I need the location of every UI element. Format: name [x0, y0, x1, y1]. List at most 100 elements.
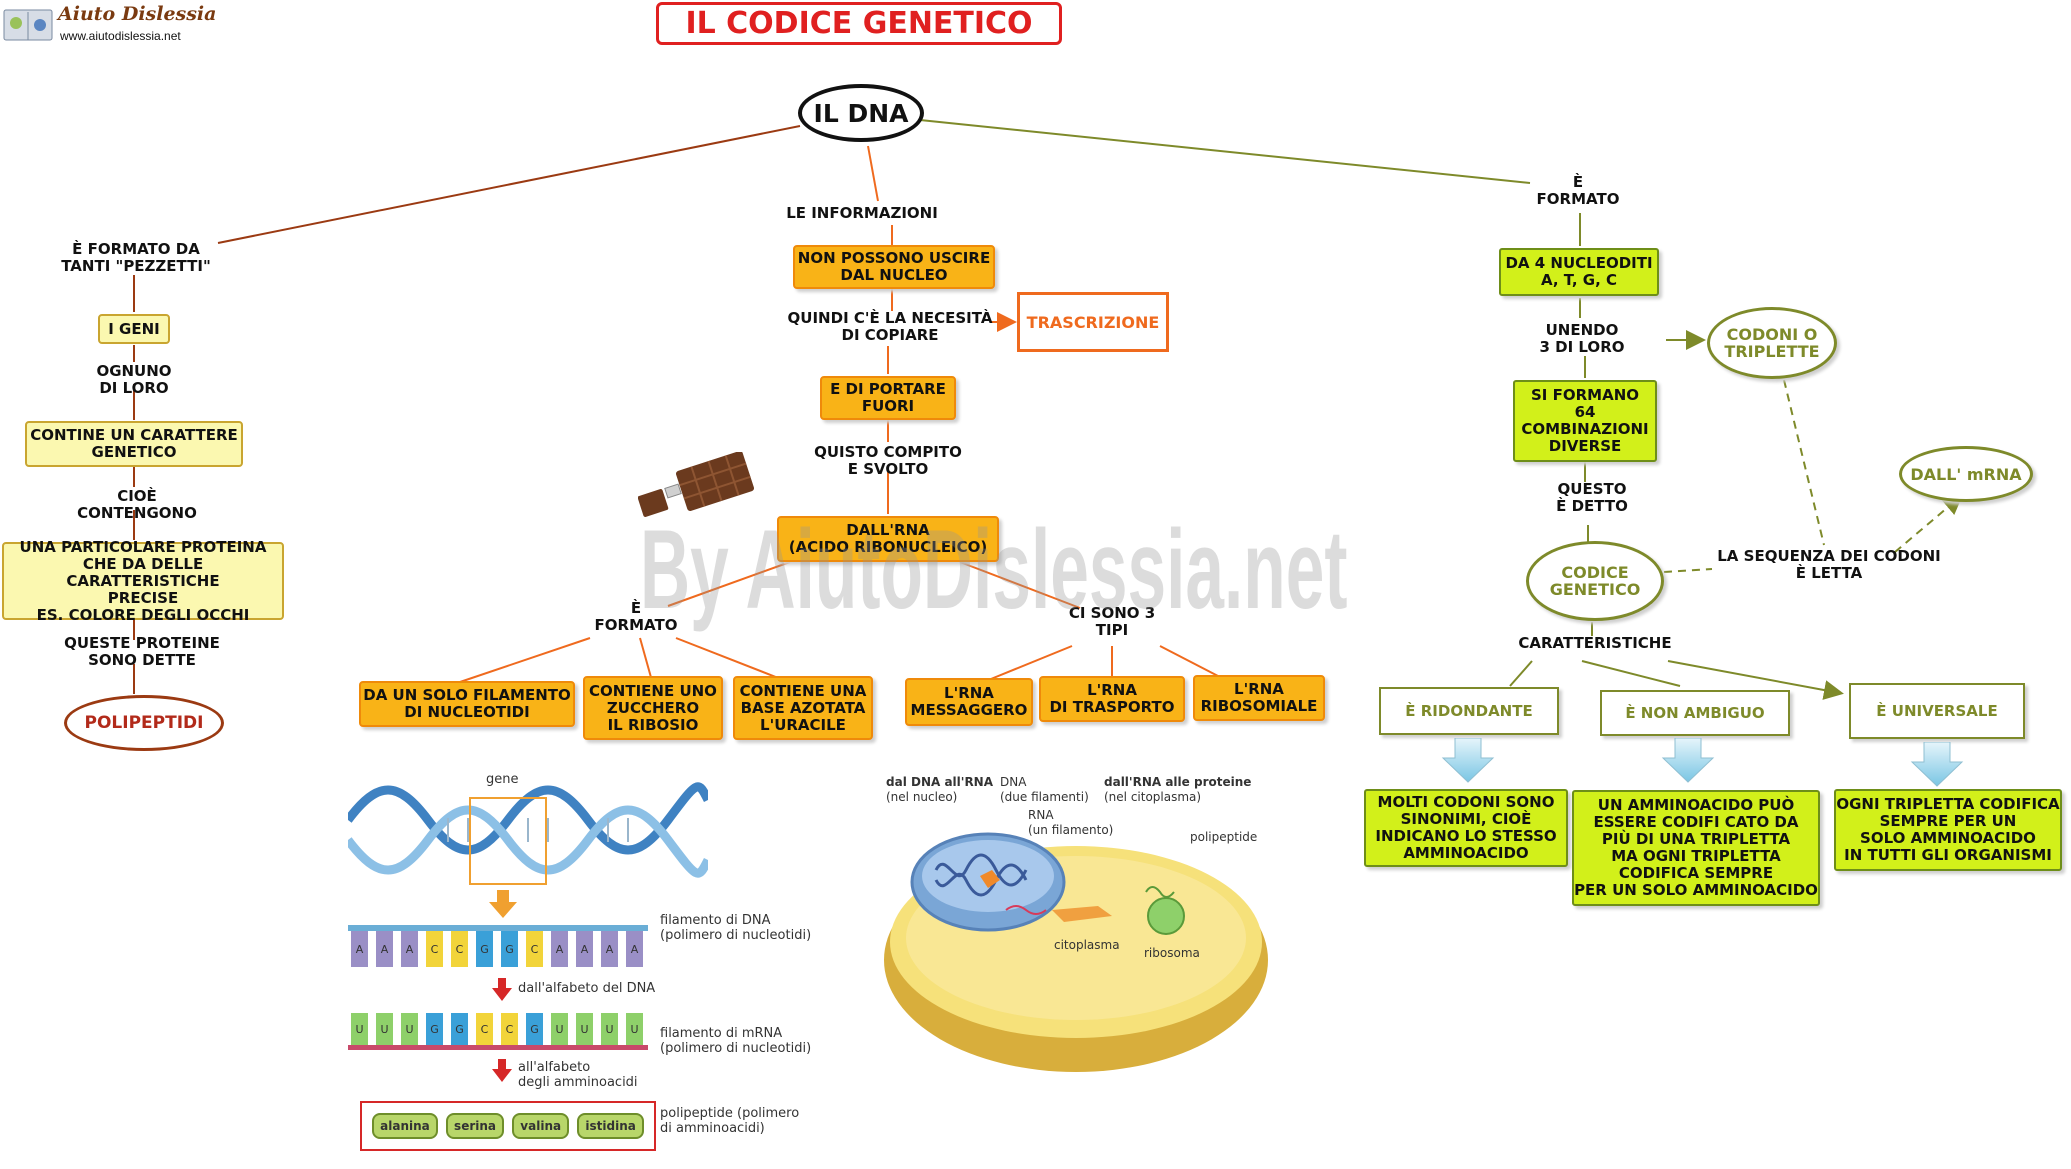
cell-label-un-filamento: (un filamento): [1028, 823, 1114, 837]
node-non-uscire-nucleo: NON POSSONO USCIRE DAL NUCLEO: [793, 245, 995, 289]
svg-text:C: C: [481, 1023, 489, 1036]
arrow-down-icon: [1661, 738, 1715, 783]
node-carattere-genetico: CONTINE UN CARATTERE GENETICO: [25, 421, 243, 467]
nucleotide-base: A: [601, 931, 618, 967]
cell-label-nel-citoplasma: (nel citoplasma): [1104, 790, 1202, 804]
cell-label-citoplasma: citoplasma: [1054, 938, 1120, 952]
book-logo-icon: [3, 9, 53, 41]
svg-text:U: U: [630, 1023, 638, 1036]
node-polipeptidi: POLIPEPTIDI: [64, 695, 224, 751]
node-portare-fuori: E DI PORTARE FUORI: [820, 376, 956, 420]
node-ribosio: CONTIENE UNO ZUCCHERO IL RIBOSIO: [583, 676, 723, 740]
alphabet-dna-label: dall'alfabeto del DNA: [518, 981, 656, 996]
nucleotide-base: A: [576, 931, 593, 967]
node-solo-filamento: DA UN SOLO FILAMENTO DI NUCLEOTIDI: [359, 681, 575, 727]
cell-label-ribosoma: ribosoma: [1144, 946, 1200, 960]
nucleotide-base: A: [626, 931, 643, 967]
link-quindi-copiare: QUINDI C'È LA NECESITÀ DI COPIARE: [787, 309, 993, 344]
link-sequenza-codoni: LA SEQUENZA DEI CODONI È LETTA: [1717, 547, 1941, 582]
arrow-down-icon: [492, 1059, 512, 1082]
amino-acid: alanina: [372, 1113, 438, 1139]
node-rna-trasporto: L'RNA DI TRASPORTO: [1039, 676, 1185, 722]
node-rna-ribosomiale: L'RNA RIBOSOMIALE: [1193, 675, 1325, 721]
figure-cell: dal DNA all'RNA (nel nucleo) DNA (due fi…: [876, 770, 1276, 1110]
right-branch-lines: [919, 119, 1964, 700]
node-sinonimi: MOLTI CODONI SONO SINONIMI, CIOÈ INDICAN…: [1364, 789, 1568, 867]
dna-helix-icon: [348, 782, 708, 885]
node-tripletta-universale: OGNI TRIPLETTA CODIFICA SEMPRE PER UN SO…: [1834, 789, 2062, 871]
nucleotide-base: A: [551, 931, 568, 967]
svg-text:C: C: [506, 1023, 514, 1036]
amino-acid: valina: [512, 1113, 570, 1139]
svg-text:A: A: [631, 943, 639, 956]
nucleotide-base: U: [601, 1013, 618, 1045]
svg-text:U: U: [380, 1023, 388, 1036]
svg-text:G: G: [480, 943, 489, 956]
node-ridondante: È RIDONDANTE: [1379, 687, 1559, 735]
nucleotide-base: G: [451, 1013, 468, 1045]
node-amminoacido-codificato: UN AMMINOACIDO PUÒ ESSERE CODIFI CATO DA…: [1572, 790, 1820, 906]
link-e-formato-right: È FORMATO: [1536, 173, 1620, 208]
node-universale: È UNIVERSALE: [1849, 683, 2025, 739]
node-codoni-triplette: CODONI O TRIPLETTE: [1707, 307, 1837, 379]
svg-text:U: U: [355, 1023, 363, 1036]
link-cioe-contengono: CIOÈ CONTENGONO: [77, 487, 197, 522]
node-dall-mrna: DALL' mRNA: [1899, 446, 2033, 502]
cell-label-due-filamenti: (due filamenti): [1000, 790, 1089, 804]
link-unendo: UNENDO 3 DI LORO: [1539, 321, 1625, 356]
amino-acid: serina: [446, 1113, 504, 1139]
svg-text:U: U: [555, 1023, 563, 1036]
arrow-down-icon: [1441, 738, 1495, 783]
nucleotide-base: C: [451, 931, 468, 967]
cell-label-nucleo: (nel nucleo): [886, 790, 958, 804]
cell-illustration: [884, 832, 1268, 1072]
link-e-formato: È FORMATO: [594, 599, 678, 634]
node-particolare-proteina: UNA PARTICOLARE PROTEINA CHE DA DELLE CA…: [2, 538, 284, 623]
nucleotide-base: C: [426, 931, 443, 967]
svg-text:G: G: [455, 1023, 464, 1036]
nucleotide-base: G: [476, 931, 493, 967]
node-i-geni: I GENI: [98, 314, 170, 344]
node-rna-messaggero: L'RNA MESSAGGERO: [905, 678, 1033, 726]
nucleotide-base: A: [401, 931, 418, 967]
svg-text:A: A: [556, 943, 564, 956]
svg-text:U: U: [605, 1023, 613, 1036]
svg-text:G: G: [430, 1023, 439, 1036]
logo-name: Aiuto Dislessia: [58, 3, 217, 25]
link-formato-pezzetti: È FORMATO DA TANTI "PEZZETTI": [61, 240, 211, 275]
nucleotide-base: U: [401, 1013, 418, 1045]
gene-label: gene: [486, 772, 519, 787]
chocolate-usb-icon: [638, 452, 754, 517]
dna-filament-label: filamento di DNA (polimero di nucleotidi…: [660, 913, 812, 943]
node-64-combinazioni: SI FORMANO 64 COMBINAZIONI DIVERSE: [1513, 380, 1657, 462]
link-quisto-compito: QUISTO COMPITO E SVOLTO: [814, 443, 962, 478]
nucleotide-base: A: [376, 931, 393, 967]
polypeptide-box: alanina serina valina istidina: [360, 1101, 656, 1151]
nucleotide-base: U: [351, 1013, 368, 1045]
polypeptide-label: polipeptide (polimero di amminoacidi): [660, 1106, 800, 1136]
cell-label-rna-proteine: dall'RNA alle proteine: [1104, 775, 1252, 789]
node-dall-rna: DALL'RNA (ACIDO RIBONUCLEICO): [777, 516, 999, 562]
node-4-nucleotidi: DA 4 NUCLEODITI A, T, G, C: [1499, 248, 1659, 296]
cell-label-dna-rna: dal DNA all'RNA: [886, 775, 994, 789]
logo[interactable]: Aiuto Dislessia www.aiutodislessia.net: [2, 2, 216, 46]
arrow-down-icon: [1910, 742, 1964, 787]
cell-label-polipeptide: polipeptide: [1190, 830, 1258, 844]
node-trascrizione: TRASCRIZIONE: [1017, 292, 1169, 352]
svg-text:A: A: [381, 943, 389, 956]
svg-text:U: U: [580, 1023, 588, 1036]
nucleotide-base: G: [526, 1013, 543, 1045]
svg-text:U: U: [405, 1023, 413, 1036]
link-ognuno: OGNUNO DI LORO: [96, 362, 172, 397]
nucleotide-base: U: [376, 1013, 393, 1045]
svg-text:C: C: [531, 943, 539, 956]
logo-url: www.aiutodislessia.net: [60, 29, 181, 43]
svg-text:G: G: [530, 1023, 539, 1036]
nucleotide-base: G: [426, 1013, 443, 1045]
svg-text:A: A: [606, 943, 614, 956]
node-codice-genetico: CODICE GENETICO: [1526, 541, 1664, 621]
svg-text:C: C: [431, 943, 439, 956]
left-branch-lines: [133, 125, 801, 694]
